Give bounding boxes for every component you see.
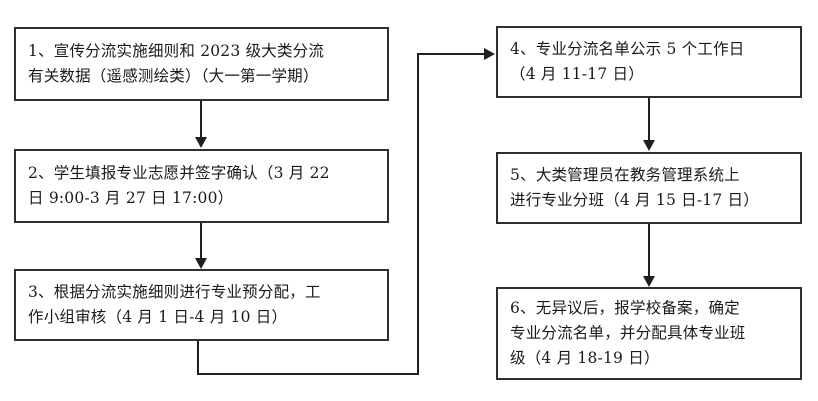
edge-node2-node3-line: [200, 223, 202, 259]
edge-node3-node4-segment-down: [197, 341, 199, 375]
flowchart-node-4[interactable]: 4、专业分流名单公示 5 个工作日 （4 月 11-17 日）: [496, 26, 802, 98]
edge-node5-node6-arrowhead: [643, 276, 655, 287]
node-3-text: 3、根据分流实施细则进行专业预分配，工 作小组审核（4 月 1 日-4 月 10…: [28, 282, 321, 326]
flowchart-node-3[interactable]: 3、根据分流实施细则进行专业预分配，工 作小组审核（4 月 1 日-4 月 10…: [14, 269, 389, 341]
node-4-text: 4、专业分流名单公示 5 个工作日 （4 月 11-17 日）: [510, 39, 745, 83]
flowchart-node-2[interactable]: 2、学生填报专业志愿并签字确认（3 月 22 日 9:00-3 月 27 日 1…: [14, 149, 389, 223]
edge-node4-node5-arrowhead: [643, 140, 655, 151]
node-1-text: 1、宣传分流实施细则和 2023 级大类分流 有关数据（遥感测绘类）（大一第一学…: [28, 41, 325, 85]
edge-node1-node2-arrowhead: [195, 137, 207, 148]
edge-node2-node3-arrowhead: [195, 258, 207, 269]
flowchart-node-1[interactable]: 1、宣传分流实施细则和 2023 级大类分流 有关数据（遥感测绘类）（大一第一学…: [14, 27, 389, 101]
node-6-text: 6、无异议后，报学校备案，确定 专业分流名单，并分配具体专业班 级（4 月 18…: [510, 298, 746, 368]
edge-node4-node5-line: [648, 98, 650, 141]
edge-node5-node6-line: [648, 224, 650, 277]
edge-node3-node4-segment-right-top: [417, 53, 485, 55]
flowchart-node-5[interactable]: 5、大类管理员在教务管理系统上 进行专业分班（4 月 15 日-17 日）: [496, 152, 802, 224]
edge-node3-node4-segment-up: [417, 53, 419, 375]
node-2-text: 2、学生填报专业志愿并签字确认（3 月 22 日 9:00-3 月 27 日 1…: [28, 163, 330, 207]
flowchart-node-6[interactable]: 6、无异议后，报学校备案，确定 专业分流名单，并分配具体专业班 级（4 月 18…: [496, 287, 802, 380]
edge-node1-node2-line: [200, 101, 202, 138]
node-5-text: 5、大类管理员在教务管理系统上 进行专业分班（4 月 15 日-17 日）: [510, 165, 759, 209]
edge-node3-node4-segment-right-bottom: [197, 373, 419, 375]
edge-node3-node4-arrowhead: [484, 48, 495, 60]
